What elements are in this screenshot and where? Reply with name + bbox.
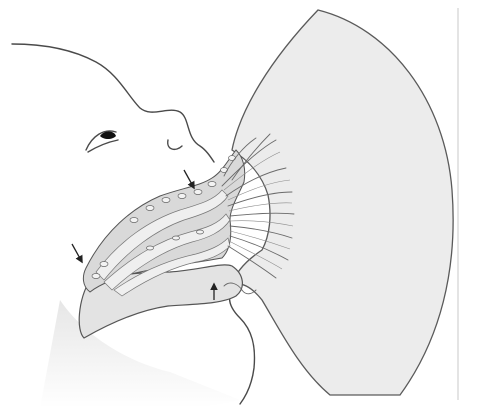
infant-jaw-outline: [230, 290, 255, 404]
infant-nostril: [168, 140, 182, 149]
arrow-marker-top: [184, 170, 194, 188]
infant-chin-shade: [40, 300, 240, 408]
breast-outline: [232, 10, 453, 395]
arrow-marker-left: [72, 244, 82, 262]
infant-eye: [86, 131, 118, 152]
infant-head-outline: [12, 44, 214, 162]
